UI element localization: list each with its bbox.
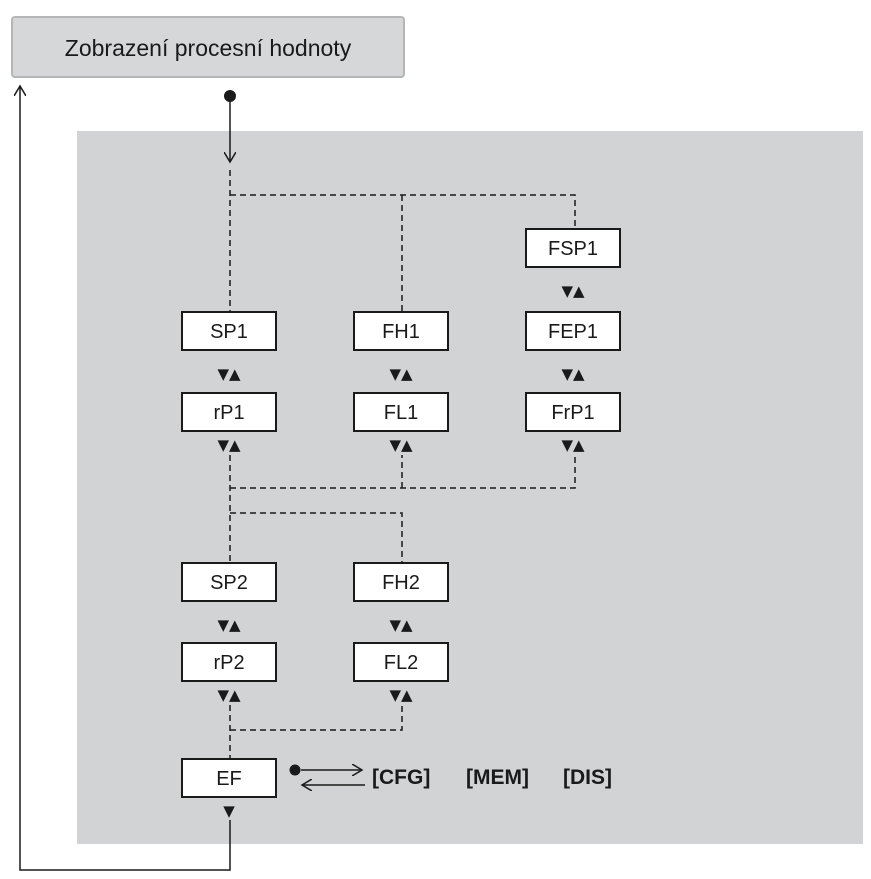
- process-value-label: Zobrazení procesní hodnoty: [65, 35, 352, 61]
- fh1-label: FH1: [382, 321, 420, 343]
- ef-label: EF: [216, 768, 242, 790]
- connector-top-branch: [230, 194, 576, 229]
- sp1-rp1-nav-icon: ▼▲: [217, 365, 241, 383]
- fsp1-box: [525, 228, 621, 268]
- fh1-fl1-nav-icon: ▼▲: [389, 365, 413, 383]
- rp2-down-nav-icon: ▼▲: [217, 686, 241, 704]
- rp1-box: [181, 392, 277, 432]
- entry-dot: [224, 90, 236, 102]
- fl1-box: [353, 392, 449, 432]
- dashed-connectors: [229, 170, 576, 759]
- fsp1-fep1-nav-icon: ▼▲: [561, 282, 585, 300]
- frp1-down-nav-icon: ▼▲: [561, 436, 585, 454]
- fl2-box: [353, 642, 449, 682]
- sp2-label: SP2: [210, 572, 248, 594]
- rp1-label: rP1: [213, 402, 244, 424]
- fep1-frp1-nav-icon: ▼▲: [561, 365, 585, 383]
- fl2-down-nav-icon: ▼▲: [389, 686, 413, 704]
- connector-to-fh2: [230, 512, 403, 563]
- rp1-down-nav-icon: ▼▲: [217, 436, 241, 454]
- fsp1-label: FSP1: [548, 238, 598, 260]
- ef-submenu-dot: [289, 764, 301, 776]
- fl1-down-nav-icon: ▼▲: [389, 436, 413, 454]
- connector-mid-join: [230, 455, 576, 489]
- frp1-label: FrP1: [551, 402, 594, 424]
- fl2-label: FL2: [384, 652, 418, 674]
- fh2-box: [353, 562, 449, 602]
- fl1-label: FL1: [384, 402, 418, 424]
- ef-box: [181, 758, 277, 798]
- fep1-label: FEP1: [548, 321, 598, 343]
- ef-down-nav-icon: ▼: [223, 802, 235, 820]
- process-value-display-box: [11, 16, 405, 78]
- sp1-box: [181, 311, 277, 351]
- fh1-box: [353, 311, 449, 351]
- frp1-box: [525, 392, 621, 432]
- mem-submenu-label: [MEM]: [466, 766, 529, 789]
- connector-fl2-join: [230, 705, 403, 731]
- fep1-box: [525, 311, 621, 351]
- fh2-fl2-nav-icon: ▼▲: [389, 616, 413, 634]
- parameter-boxes: [181, 228, 621, 798]
- sp2-box: [181, 562, 277, 602]
- rp2-label: rP2: [213, 652, 244, 674]
- fh2-label: FH2: [382, 572, 420, 594]
- dis-submenu-label: [DIS]: [563, 766, 612, 789]
- return-to-process-value-line: [20, 86, 231, 871]
- sp1-label: SP1: [210, 321, 248, 343]
- rp2-box: [181, 642, 277, 682]
- sp2-rp2-nav-icon: ▼▲: [217, 616, 241, 634]
- cfg-submenu-label: [CFG]: [372, 766, 430, 789]
